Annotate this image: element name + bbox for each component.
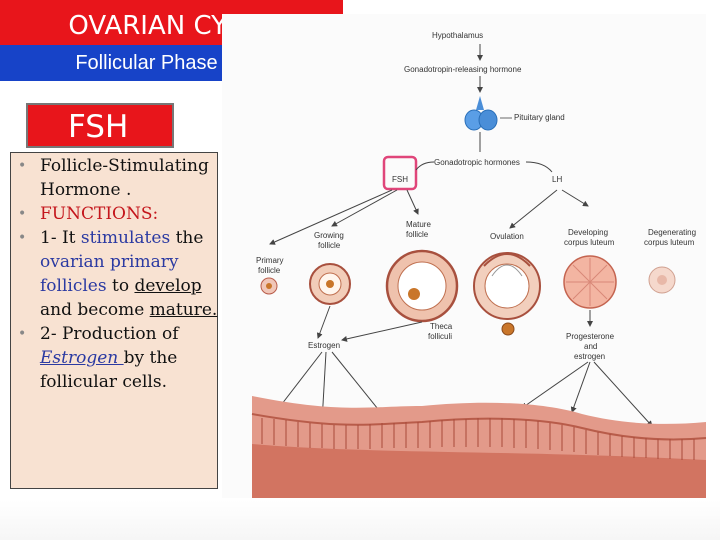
arrow-endo-4 [521, 361, 589, 409]
arrow-endo-3 [331, 351, 383, 415]
arrow-to-fsh [415, 161, 435, 171]
text-run: 2- Production of [40, 324, 179, 344]
label-mature-2: follicle [406, 230, 429, 239]
primary-follicle-icon [260, 277, 278, 295]
label-hypothalamus: Hypothalamus [432, 31, 483, 40]
arrow-endo-5 [570, 361, 591, 413]
bullet-dot-icon: • [18, 230, 27, 246]
arrow-mature-estrogen [341, 321, 423, 342]
growing-follicle-icon [309, 263, 351, 305]
label-progesterone-2: and [584, 342, 597, 351]
label-growing-1: Growing [314, 231, 344, 240]
label-degenerating-2: corpus luteum [644, 238, 695, 247]
label-developing-1: Developing [568, 228, 608, 237]
label-growing-2: follicle [318, 241, 341, 250]
bullet-dot-icon: • [18, 206, 27, 222]
degenerating-corpus-luteum-icon [648, 266, 676, 294]
label-theca-2: folliculi [428, 332, 452, 341]
slide-footer-shade [0, 500, 720, 540]
label-ovulation: Ovulation [490, 232, 524, 241]
arrow-endo-6 [593, 361, 653, 427]
pituitary-gland-icon [464, 96, 498, 131]
label-pituitary: Pituitary gland [514, 113, 565, 122]
arrow-to-lh [525, 161, 553, 173]
label-progesterone-1: Progesterone [566, 332, 615, 341]
bullet-dot-icon: • [18, 158, 27, 174]
label-mature-1: Mature [406, 220, 431, 229]
label-primary-1: Primary [256, 256, 284, 265]
developing-corpus-luteum-icon [563, 255, 617, 309]
text-run-develop: develop [134, 276, 202, 296]
ovulation-icon [473, 252, 541, 336]
arrow-fsh-mature [406, 189, 419, 215]
text-panel [10, 152, 218, 489]
text-run-stimulates: stimulates [80, 228, 171, 248]
text-run: and become [40, 300, 150, 320]
bullet-item: • FUNCTIONS: [18, 202, 218, 226]
ovarian-cycle-diagram: Hypothalamus Gonadotropin-releasing horm… [222, 14, 706, 498]
mature-follicle-icon [385, 249, 459, 323]
label-primary-2: follicle [258, 266, 281, 275]
text-run: to [106, 276, 135, 296]
text-run: by the follicular cells. [40, 348, 178, 392]
fsh-highlight-box [382, 155, 418, 191]
label-fsh: FSH [392, 175, 408, 184]
label-estrogen: Estrogen [308, 341, 340, 350]
label-gnrh: Gonadotropin-releasing hormone [404, 65, 522, 74]
bullet-item: • Follicle-Stimulating Hormone . [18, 154, 218, 202]
arrow-lh-ovulation [509, 189, 558, 229]
text-run-ovarian-follicles: ovarian primary follicles [40, 252, 179, 296]
endometrium-illustration [251, 396, 706, 498]
fsh-badge: FSH [26, 103, 174, 148]
text-run-mature: mature. [149, 300, 218, 320]
text-run-estrogen: Estrogen [40, 348, 124, 368]
label-degenerating-1: Degenerating [648, 228, 696, 237]
label-theca-1: Theca [430, 322, 453, 331]
bullet-text-fsh-definition: Follicle-Stimulating Hormone . [40, 156, 209, 200]
arrow-lh-developing [561, 189, 589, 207]
arrow-growing-estrogen [316, 305, 331, 339]
label-lh: LH [552, 175, 562, 184]
text-run: 1- It [40, 228, 81, 248]
label-progesterone-3: estrogen [574, 352, 605, 361]
bullet-list: • Follicle-Stimulating Hormone . • FUNCT… [18, 154, 218, 394]
text-run: the [170, 228, 204, 248]
bullet-item: • 1- It stimulates the ovarian primary f… [18, 226, 218, 322]
label-gonadotropic: Gonadotropic hormones [434, 158, 520, 167]
arrow-fsh-growing [331, 189, 398, 227]
bullet-dot-icon: • [18, 326, 27, 342]
bullet-item: • 2- Production of Estrogen by the folli… [18, 322, 218, 394]
arrow-fsh-primary [269, 189, 393, 245]
bullet-text-functions: FUNCTIONS: [40, 204, 159, 224]
label-developing-2: corpus luteum [564, 238, 615, 247]
